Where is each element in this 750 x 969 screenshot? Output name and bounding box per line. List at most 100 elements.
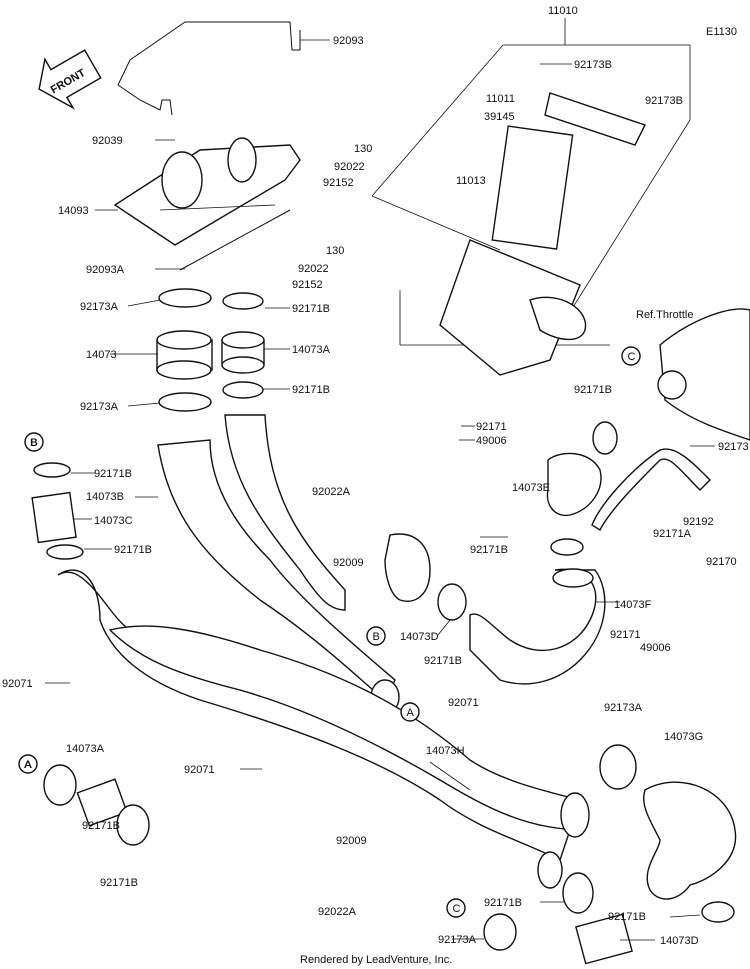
part-label: 92022A — [312, 486, 351, 498]
part-label: 92192 — [683, 516, 714, 528]
front-arrow-icon: FRONT — [38, 49, 102, 110]
callout-letter: B — [373, 631, 380, 643]
footer-credit: Rendered by LeadVenture, Inc. — [300, 954, 452, 966]
part-label: 92171 — [476, 421, 507, 433]
part-label: 14073H — [426, 745, 465, 757]
part-label: 92171B — [608, 911, 646, 923]
band-92171b-e — [116, 804, 150, 846]
part-label: 49006 — [640, 642, 671, 654]
part-label: 92171B — [470, 544, 508, 556]
duct-upper-tube — [224, 414, 346, 611]
part-label: 11013 — [456, 175, 486, 187]
part-label: A — [24, 759, 32, 771]
duct-14073g — [643, 781, 737, 900]
sleeve-14073c — [31, 491, 77, 544]
part-label: 14073A — [292, 344, 331, 356]
part-label: 14073C — [94, 515, 133, 527]
band-92171b-d — [43, 764, 77, 806]
part-label: 14073 — [86, 349, 117, 361]
part-label: B — [30, 437, 37, 449]
band-92171b-g — [550, 538, 584, 556]
part-label: 14073F — [614, 599, 652, 611]
duct-14073f — [469, 568, 606, 685]
part-label: 92009 — [333, 557, 364, 569]
callout-letter: A — [407, 707, 415, 719]
wire-clip — [117, 21, 301, 116]
part-label: 130 — [326, 245, 344, 257]
part-label: 92071 — [2, 678, 33, 690]
band-92171b-f — [592, 421, 618, 455]
airbox-cover — [113, 137, 301, 246]
part-label: 92171B — [574, 384, 612, 396]
part-label: 92171A — [653, 528, 692, 540]
duct-14073h-outlet — [560, 792, 590, 838]
part-label: 14073G — [664, 731, 703, 743]
part-label: 92022 — [298, 263, 329, 275]
part-label: 92171B — [292, 303, 330, 315]
band-92171b-c — [46, 544, 84, 560]
part-label: 92173B — [645, 95, 683, 107]
sleeve-14073d-lower — [575, 913, 633, 965]
part-label: 39145 — [484, 111, 515, 123]
band-92171b-h — [437, 583, 467, 621]
part-label: 92093 — [333, 35, 364, 47]
sleeve-14073 — [156, 330, 213, 380]
part-label: 92171B — [100, 877, 138, 889]
part-label: 14073E — [512, 482, 550, 494]
throttle-body — [657, 308, 750, 441]
callout-letter: C — [453, 903, 461, 915]
part-label: 92171B — [82, 820, 120, 832]
band-92173a-mid — [158, 392, 212, 412]
part-label: 92173 — [718, 441, 749, 453]
band-92173a-top — [158, 288, 212, 308]
part-label: 11011 — [486, 93, 515, 105]
part-label: 14073D — [660, 935, 699, 947]
part-label: 92173A — [80, 301, 119, 313]
callout-letter: C — [628, 351, 636, 363]
band-92171b-b — [33, 462, 71, 478]
band-92171b-mid — [222, 381, 264, 399]
part-label: 49006 — [476, 435, 507, 447]
part-label: 92171 — [610, 629, 641, 641]
band-92173a-r — [599, 744, 637, 790]
part-label: 14073B — [86, 491, 124, 503]
part-label: 92173A — [80, 401, 119, 413]
part-label: 92152 — [292, 279, 323, 291]
part-label: 92009 — [336, 835, 367, 847]
part-label: 92173B — [574, 59, 612, 71]
duct-14073d — [384, 533, 431, 602]
part-label: 92173A — [604, 702, 643, 714]
sleeve-14073a-lower — [76, 778, 128, 827]
part-label: 92039 — [92, 135, 123, 147]
air-cleaner-case — [439, 92, 646, 376]
part-label: 92171B — [114, 544, 152, 556]
part-label: 92171B — [484, 897, 522, 909]
duct-14073f-inlet — [552, 568, 594, 588]
part-label: 92171B — [94, 468, 132, 480]
sleeve-14073a — [221, 331, 265, 374]
part-label: 92171B — [292, 384, 330, 396]
band-92171b-j — [483, 913, 517, 951]
band-92171b-i — [562, 872, 594, 914]
seal-strip — [179, 209, 291, 271]
leader-lines — [45, 39, 715, 941]
part-label: 92022 — [334, 161, 365, 173]
part-label: 92071 — [184, 764, 215, 776]
callout-letter: B — [31, 437, 38, 449]
hose-14073e — [546, 452, 602, 517]
part-label: 92071 — [448, 697, 479, 709]
band-92171b-top — [222, 292, 264, 310]
band-92173a-r2 — [701, 901, 735, 923]
part-label: 130 — [354, 143, 372, 155]
part-label: 92022A — [318, 906, 357, 918]
part-label: 11010 — [548, 5, 578, 17]
part-label: 92170 — [706, 556, 737, 568]
part-label: 14073A — [66, 743, 105, 755]
part-label: 92093A — [86, 264, 125, 276]
part-label: 92152 — [323, 177, 354, 189]
part-label: 14073D — [400, 631, 439, 643]
part-label: 14093 — [58, 205, 89, 217]
callout-letter: A — [25, 759, 33, 771]
hose-92192 — [591, 448, 711, 532]
